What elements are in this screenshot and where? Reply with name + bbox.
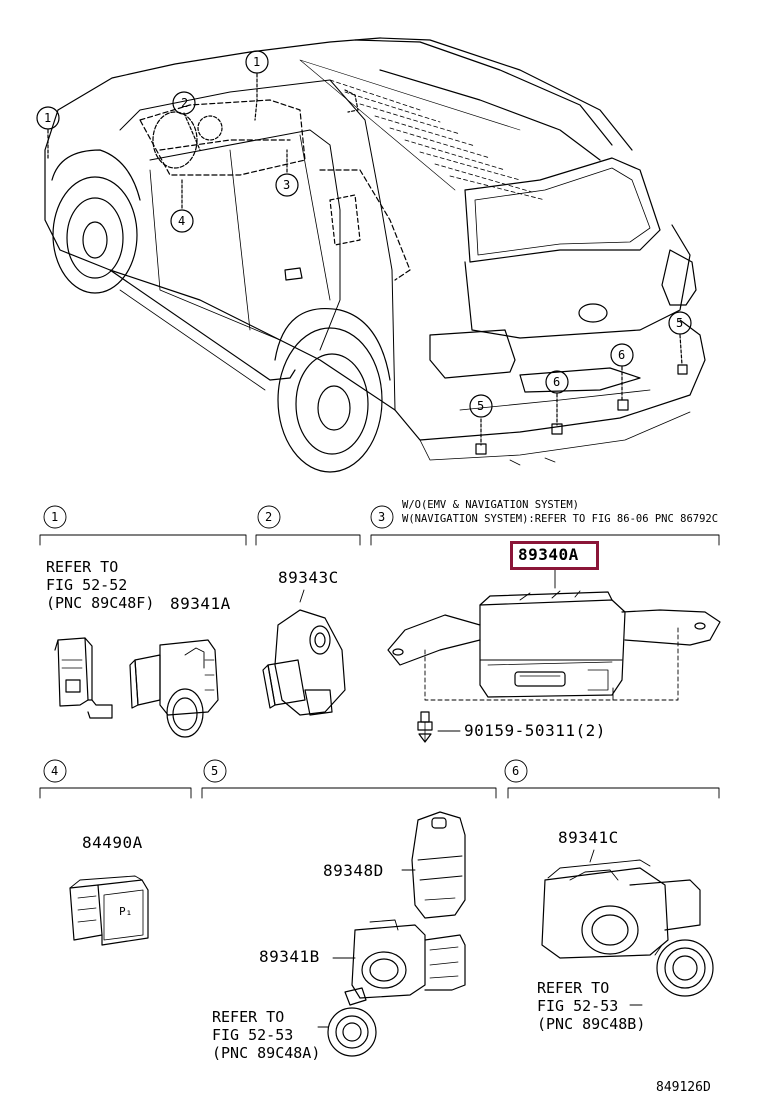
- vehicle-callout-1a: 1: [44, 111, 52, 125]
- part-number-89340a[interactable]: 89340A: [518, 545, 579, 564]
- section-header-lines: [39, 505, 720, 799]
- part-89341c-drawing: [541, 849, 701, 959]
- section-2-number: 2: [265, 510, 273, 524]
- section-5-number: 5: [211, 764, 219, 778]
- vehicle-callout-5b: 5: [676, 316, 684, 330]
- vehicle-callout-2: 2: [181, 96, 189, 110]
- part-number-89348d[interactable]: 89348D: [323, 861, 384, 880]
- section-5-refer-text: REFER TO FIG 52-53 (PNC 89C48A): [212, 1008, 321, 1062]
- part-89341b-drawing: [332, 919, 466, 999]
- part-89c48f-drawing: [54, 637, 113, 719]
- section-3-note-with-nav: W(NAVIGATION SYSTEM):REFER TO FIG 86-06 …: [402, 513, 719, 525]
- part-89c48b-drawing: [629, 939, 714, 1006]
- part-89341a-drawing: [129, 639, 219, 738]
- vehicle-illustration: [44, 37, 706, 473]
- part-number-89343c[interactable]: 89343C: [278, 568, 339, 587]
- section-3-number: 3: [378, 510, 386, 524]
- vehicle-callout-circles: [36, 50, 692, 418]
- part-89340a-drawing: [387, 569, 721, 743]
- part-84490a-drawing: [69, 875, 149, 946]
- section-1-refer-text: REFER TO FIG 52-52 (PNC 89C48F): [46, 558, 155, 612]
- section-1-number: 1: [51, 510, 59, 524]
- switch-label: P₁: [119, 905, 133, 918]
- part-89c48a-drawing: [317, 987, 377, 1057]
- vehicle-callout-5a: 5: [477, 399, 485, 413]
- part-89348d-drawing: [401, 811, 466, 919]
- section-6-number: 6: [512, 764, 520, 778]
- part-89343c-drawing: [262, 589, 346, 716]
- vehicle-callout-6b: 6: [618, 348, 626, 362]
- section-6-refer-text: REFER TO FIG 52-53 (PNC 89C48B): [537, 979, 646, 1033]
- section-4-number: 4: [51, 764, 59, 778]
- part-number-84490a[interactable]: 84490A: [82, 833, 143, 852]
- part-number-89341b[interactable]: 89341B: [259, 947, 320, 966]
- part-number-90159-50311[interactable]: 90159-50311(2): [464, 721, 606, 740]
- vehicle-callout-3: 3: [283, 178, 291, 192]
- section-3-note-without-nav: W/O(EMV & NAVIGATION SYSTEM): [402, 499, 580, 511]
- vehicle-callout-4: 4: [178, 214, 186, 228]
- vehicle-callout-6a: 6: [553, 375, 561, 389]
- vehicle-callout-1b: 1: [253, 55, 261, 69]
- highlight-box: [510, 541, 599, 570]
- illustration-id: 849126D: [656, 1080, 711, 1095]
- part-number-89341a[interactable]: 89341A: [170, 594, 231, 613]
- part-number-89341c[interactable]: 89341C: [558, 828, 619, 847]
